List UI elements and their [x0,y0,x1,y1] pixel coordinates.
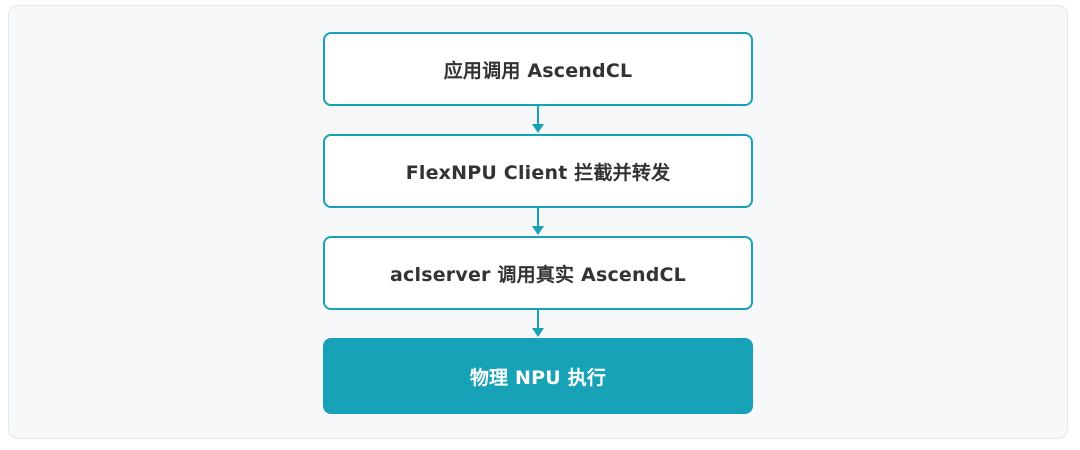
step-label: 物理 NPU 执行 [469,366,607,389]
step-label: FlexNPU Client 拦截并转发 [405,161,671,184]
flow-arrow-2 [532,208,544,235]
flow-arrow-3 [532,310,544,337]
step-aclserver-call-real-ascendcl: aclserver 调用真实 AscendCL [323,236,753,310]
step-label: 应用调用 AscendCL [443,59,633,82]
step-physical-npu-execute: 物理 NPU 执行 [323,338,753,414]
step-label: aclserver 调用真实 AscendCL [390,263,686,286]
flow-arrow-1 [532,106,544,133]
step-app-call-ascendcl: 应用调用 AscendCL [323,32,753,106]
step-flexnpu-client-intercept: FlexNPU Client 拦截并转发 [323,134,753,208]
